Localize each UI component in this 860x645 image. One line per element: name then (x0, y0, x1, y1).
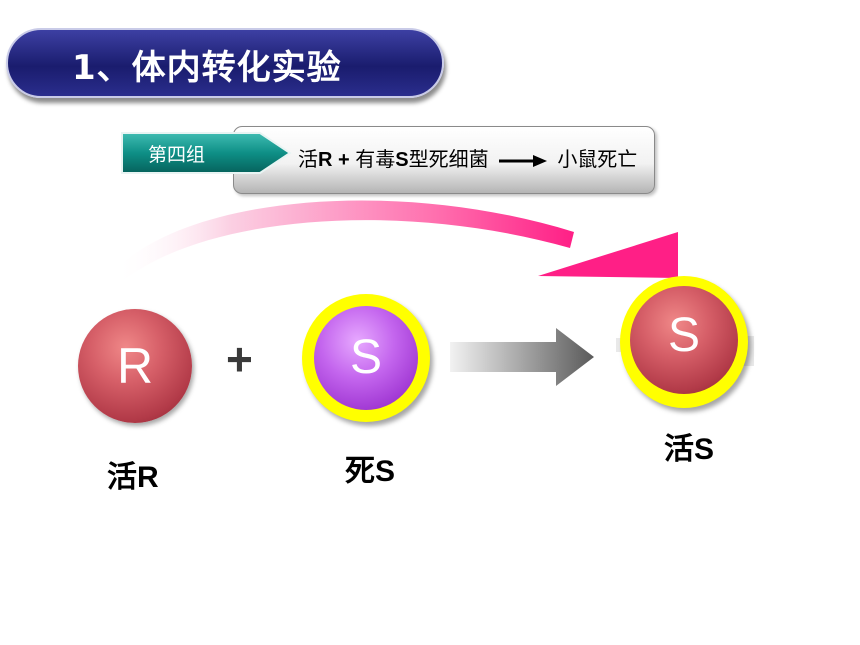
s-live-ball-letter: S (667, 309, 700, 362)
r-ball-letter: R (116, 338, 154, 394)
group-tag-arrow (121, 132, 292, 174)
live-r-bacterium: R (78, 309, 192, 423)
desc-r: R + (318, 149, 356, 171)
desc-s: S (395, 149, 409, 171)
label-live-r: 活R (107, 452, 159, 496)
dead-s-bacterium: S (314, 306, 418, 410)
label-dead-s: 死S (345, 446, 395, 490)
label-dead-s-cn: 死 (345, 454, 375, 489)
group-description: 活R + 有毒S型死细菌 小鼠死亡 (298, 143, 637, 172)
desc-result: 小鼠死亡 (557, 147, 638, 171)
desc-dead: 型死细菌 (408, 147, 489, 171)
desc-toxic: 有毒 (355, 147, 396, 171)
label-live-s: 活S (664, 424, 714, 468)
label-live-s-cn: 活 (664, 432, 694, 467)
dead-s-capsule: S (302, 294, 430, 422)
group-tag-label: 第四组 (148, 144, 206, 166)
title-banner: 1、体内转化实验 (6, 28, 444, 98)
label-live-r-cn: 活 (107, 460, 137, 495)
label-live-s-letter: S (694, 433, 715, 466)
process-arrow-icon (450, 328, 594, 386)
label-dead-s-letter: S (375, 455, 396, 488)
label-live-r-letter: R (137, 461, 159, 494)
result-arrow-icon (498, 154, 547, 167)
s-dead-ball-letter: S (349, 331, 382, 384)
group-description-box (233, 126, 655, 194)
desc-live: 活 (298, 147, 318, 171)
page-title: 1、体内转化实验 (72, 48, 342, 88)
live-s-capsule: S (620, 276, 748, 408)
live-s-bacterium: S (630, 286, 738, 394)
plus-sign: + (226, 333, 253, 385)
